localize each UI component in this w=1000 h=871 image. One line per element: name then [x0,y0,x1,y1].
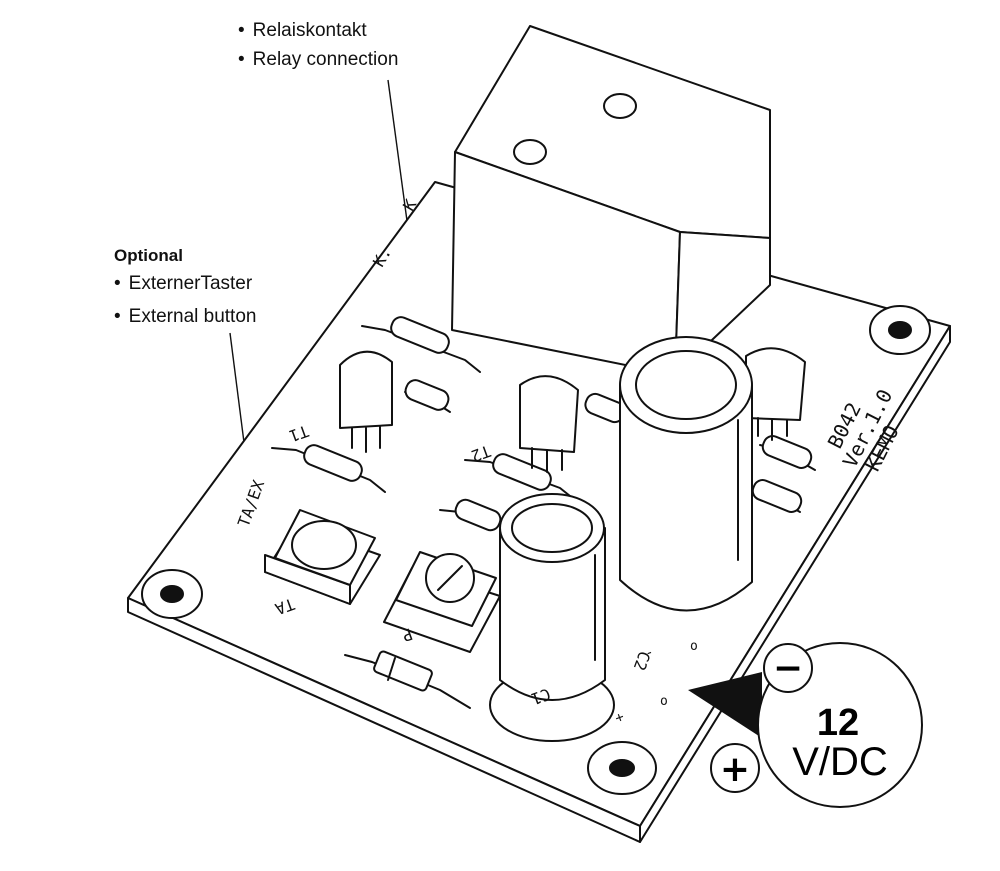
resistor-r1 [361,316,481,373]
solder-pad-mark-2: o [660,694,668,709]
button-label-english: •External button [114,306,257,327]
diode [344,650,471,709]
mounting-hole-left [141,569,203,619]
voltage-unit: V/DC [792,740,888,784]
plus-sign: + [720,749,750,790]
transistor-t2 [519,375,579,473]
potentiometer-p [383,551,501,653]
plus-terminal: + [710,743,760,793]
relay [451,25,771,376]
transistor-t1 [339,350,393,453]
transistor-t3 [745,347,806,441]
mounting-hole-bottom [587,741,657,795]
button-label-german: •ExternerTaster [114,273,253,294]
supply-arrow [688,672,762,738]
solder-pad-mark: o [690,639,698,654]
voltage-value: 12 [817,702,859,744]
mounting-hole-right [869,305,931,355]
resistor-r5 [404,379,451,413]
push-button-ta [264,509,381,605]
optional-heading: Optional [114,246,183,265]
capacitor-c2 [619,336,753,612]
relay-label-english: •Relay connection [238,49,399,70]
resistor-r6 [759,435,816,471]
resistor-r7 [751,479,803,513]
minus-sign: − [773,648,803,689]
resistor-r2 [271,444,386,493]
resistor-r4 [439,498,502,532]
minus-terminal: − [763,643,813,693]
relay-label-german: •Relaiskontakt [238,20,367,41]
resistor-r3 [464,453,576,501]
capacitor-c1 [489,493,615,742]
